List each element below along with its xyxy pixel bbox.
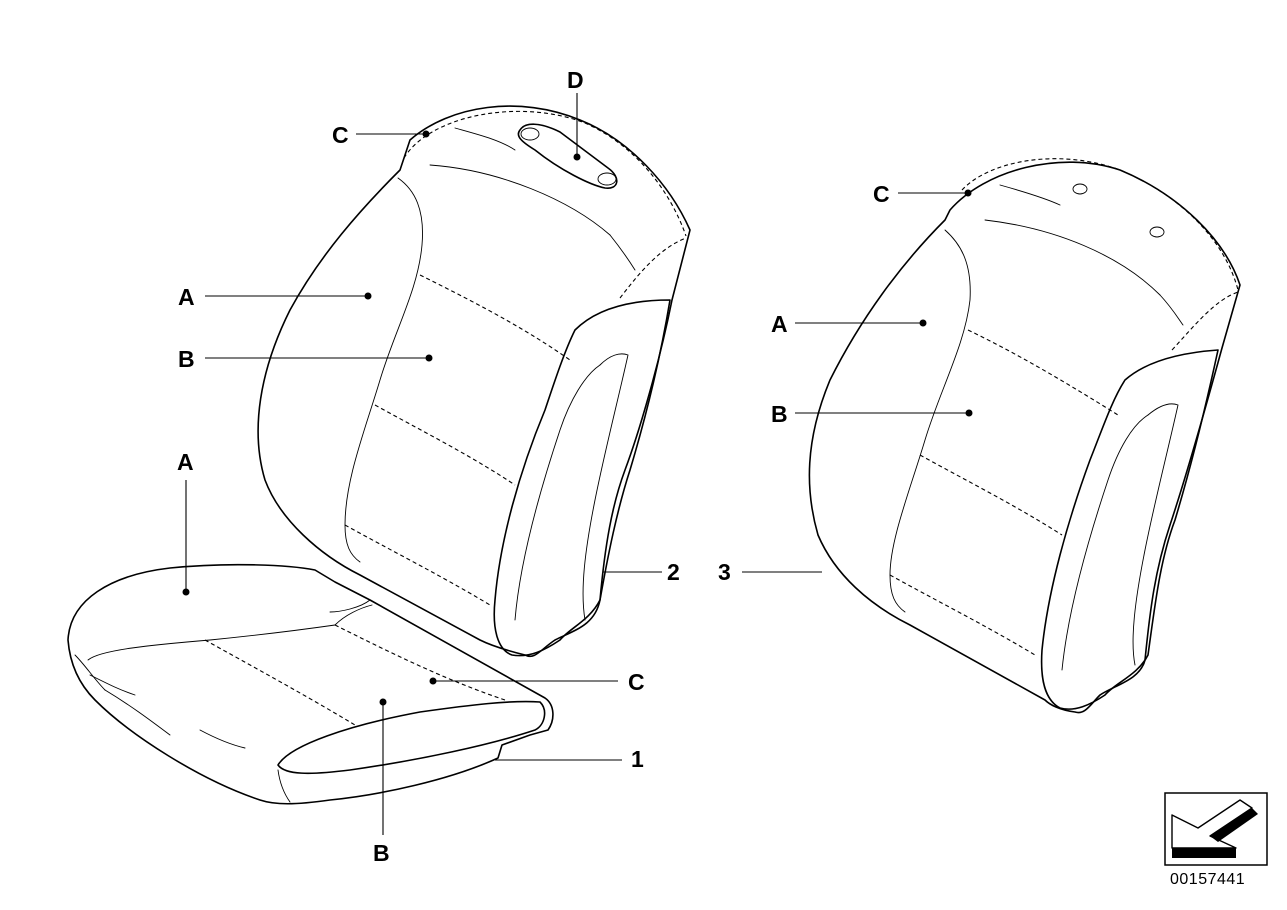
label-backrest-right-b: B <box>771 401 788 427</box>
part-number: 00157441 <box>1170 871 1246 888</box>
label-backrest-left-d: D <box>567 67 584 93</box>
seat-cushion <box>67 563 554 805</box>
label-backrest-left-a: A <box>178 284 195 310</box>
label-part-2: 2 <box>667 559 680 585</box>
label-backrest-right-c: C <box>873 181 890 207</box>
leader-lines <box>182 93 973 835</box>
label-backrest-right-a: A <box>771 311 788 337</box>
seat-backrest-left <box>257 105 691 658</box>
label-cushion-a: A <box>177 449 194 475</box>
arrow-down-left-icon <box>1164 792 1268 866</box>
label-part-3: 3 <box>718 559 731 585</box>
label-cushion-b: B <box>373 840 390 866</box>
label-cushion-c: C <box>628 669 645 695</box>
label-backrest-left-c: C <box>332 122 349 148</box>
seat-backrest-right <box>808 158 1241 714</box>
label-backrest-left-b: B <box>178 346 195 372</box>
label-part-1: 1 <box>631 746 644 772</box>
